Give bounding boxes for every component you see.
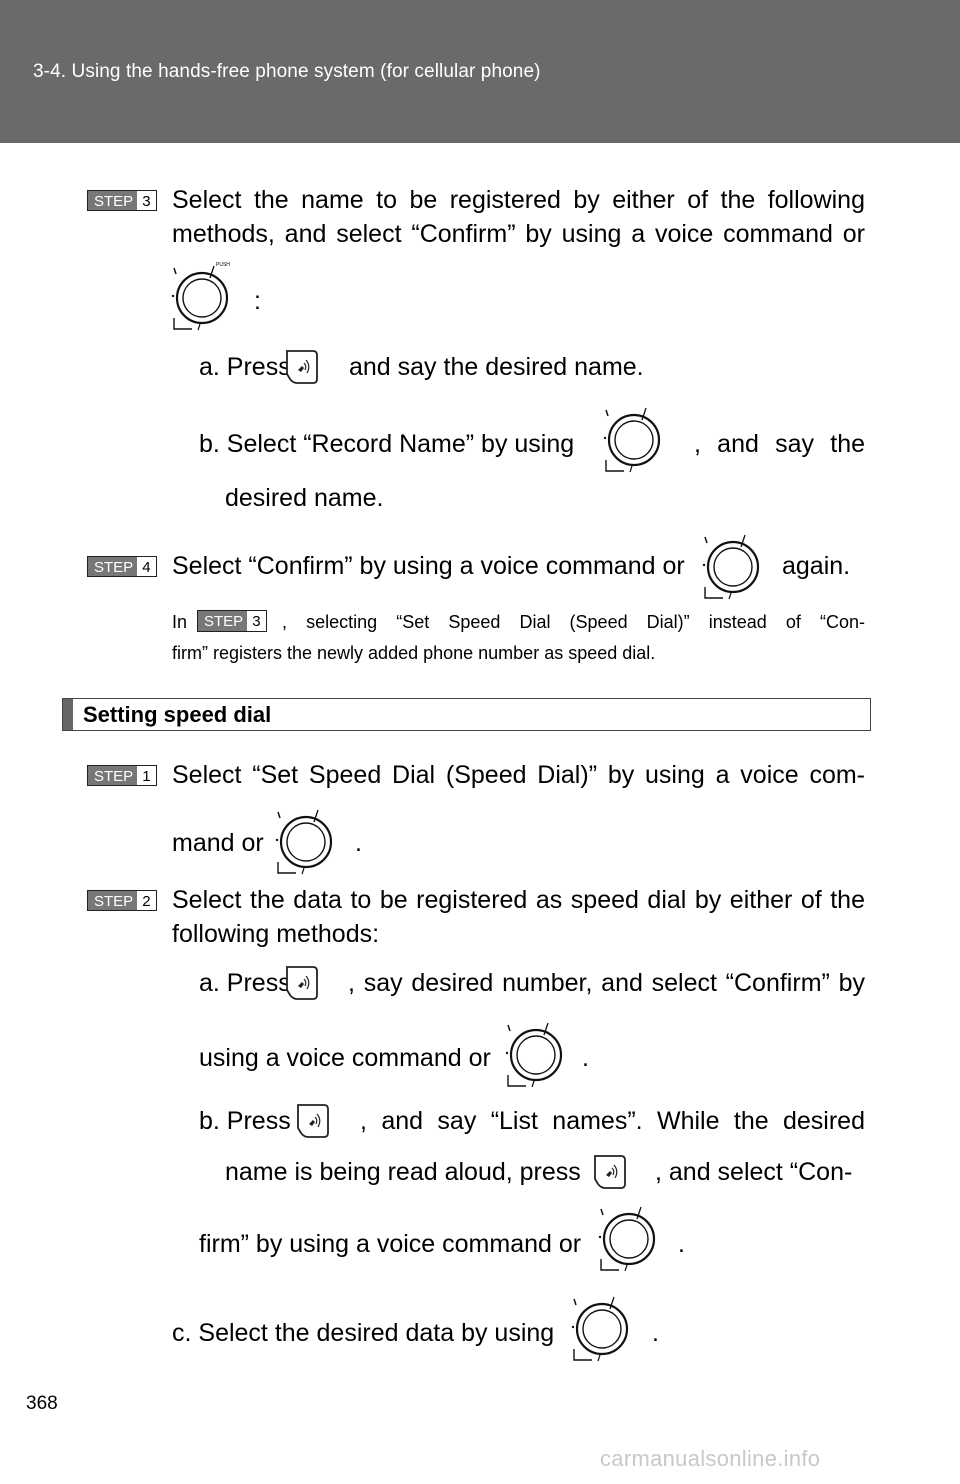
note-line-1: , selecting “Set Speed Dial (Speed Dial)… — [282, 612, 865, 632]
speed-dial-option-a-prefix: a. Press — [199, 969, 291, 997]
speed-dial-step-2-line-2: following methods: — [172, 920, 380, 948]
step-3-option-b-line-2: desired name. — [225, 484, 384, 512]
speed-dial-option-b-line-2: name is being read aloud, press — [225, 1158, 581, 1186]
step-3-option-b-prefix: b. Select “Record Name” by using — [199, 430, 575, 458]
step-3-option-a-prefix: a. Press — [199, 353, 291, 381]
tune-knob-icon — [274, 808, 333, 876]
talk-switch-icon — [286, 966, 318, 1000]
speed-dial-step-1-line-2: mand or — [172, 829, 264, 857]
step-3-option-b-text: , and say the — [694, 430, 865, 458]
step-3-line-2: methods, and select “Confirm” by using a… — [172, 220, 865, 248]
speed-dial-step-1-line-1: Select “Set Speed Dial (Speed Dial)” by … — [172, 761, 865, 789]
section-accent — [63, 699, 73, 730]
step-4-suffix: again. — [782, 552, 851, 580]
tune-knob-icon — [602, 406, 661, 474]
tune-knob-icon — [504, 1021, 563, 1089]
note-line-2: firm” registers the newly added phone nu… — [172, 643, 656, 663]
speed-dial-option-c-period: . — [652, 1319, 659, 1347]
page-header: 3-4. Using the hands-free phone system (… — [0, 0, 960, 143]
talk-switch-icon — [286, 350, 318, 384]
tune-knob-icon — [597, 1205, 656, 1273]
step-3-option-a-text: and say the desired name. — [349, 353, 644, 381]
speed-dial-option-b-line-2-suffix: , and select “Con- — [655, 1158, 853, 1186]
talk-switch-icon — [297, 1104, 329, 1138]
speed-dial-option-b-text: , and say “List names”. While the desire… — [360, 1107, 865, 1135]
page-number: 368 — [26, 1393, 58, 1414]
step-4-text: Select “Confirm” by using a voice comman… — [172, 552, 685, 580]
step-3-line-1: Select the name to be registered by eith… — [172, 186, 865, 214]
speed-dial-option-b-prefix: b. Press — [199, 1107, 291, 1135]
speed-dial-option-a-text: , say desired number, and select “Confir… — [348, 969, 865, 997]
speed-dial-step-1-period: . — [355, 829, 362, 857]
talk-switch-icon — [594, 1155, 626, 1189]
speed-dial-step-2-line-1: Select the data to be registered as spee… — [172, 886, 865, 914]
section-header: Setting speed dial — [62, 698, 871, 731]
speed-dial-option-a-line-2: using a voice command or — [199, 1044, 491, 1072]
tune-knob-icon — [701, 533, 760, 601]
watermark: carmanualsonline.info — [600, 1446, 821, 1471]
speed-dial-option-a-period: . — [582, 1044, 589, 1072]
speed-dial-option-c-text: c. Select the desired data by using — [172, 1319, 555, 1347]
note-prefix: In — [172, 612, 188, 632]
section-title-speed-dial: Setting speed dial — [83, 702, 272, 727]
speed-dial-option-b-line-3: firm” by using a voice command or — [199, 1230, 582, 1258]
section-title: 3-4. Using the hands-free phone system (… — [33, 61, 541, 82]
knob-label: PUSH — [216, 262, 230, 268]
speed-dial-option-b-period: . — [678, 1230, 685, 1258]
step-3-colon: : — [254, 287, 261, 315]
tune-knob-icon: PUSH — [170, 262, 230, 332]
tune-knob-icon — [570, 1295, 629, 1363]
